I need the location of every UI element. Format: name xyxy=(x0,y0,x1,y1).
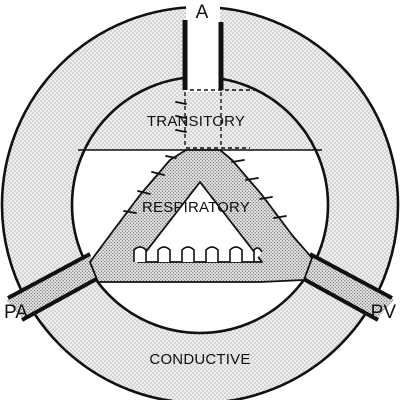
alveolus-right xyxy=(231,159,245,163)
alveolar-sacs xyxy=(133,246,263,262)
pulmonary-vein-label: PV xyxy=(371,302,397,323)
alveolus-left xyxy=(137,190,151,195)
respiratory-label: RESPIRATORY xyxy=(142,199,250,216)
respiratory-bronchiole-alveoli xyxy=(123,155,287,219)
alveolar-sac xyxy=(181,246,195,262)
airway-label: A xyxy=(196,2,209,23)
pulmonary-vein-upper-wall xyxy=(309,252,393,300)
pulmonary-artery-upper-wall xyxy=(7,252,91,300)
conductive-label: CONDUCTIVE xyxy=(149,351,250,368)
pulmonary-artery-lower-wall xyxy=(21,275,101,322)
alveolus-left xyxy=(123,210,137,214)
airway-lumen xyxy=(186,0,220,92)
alveolus-right xyxy=(273,215,287,219)
alveolus-left xyxy=(165,155,177,159)
pulmonary-artery-label: PA xyxy=(4,302,28,323)
pulmonary-artery-vessel xyxy=(6,255,100,318)
alveolar-sac xyxy=(133,246,147,262)
alveolus-transitory xyxy=(175,101,187,105)
alveolar-sac xyxy=(229,246,243,262)
alveolar-sac xyxy=(157,246,171,262)
alveolus-right xyxy=(259,196,273,200)
pulmonary-vein-lower-wall xyxy=(299,275,379,322)
alveolus-right xyxy=(245,177,259,181)
alveolar-sac xyxy=(205,246,219,262)
conductive-zone-ring xyxy=(2,7,398,400)
alveolus-transitory xyxy=(175,115,187,119)
transitory-label: TRANSITORY xyxy=(147,113,245,130)
alveolar-sac xyxy=(253,247,263,262)
alveolus-transitory xyxy=(175,129,187,133)
transitory-alveoli xyxy=(175,101,187,133)
alveolus-left xyxy=(151,171,165,176)
pulmonary-vein-vessel xyxy=(300,255,394,318)
